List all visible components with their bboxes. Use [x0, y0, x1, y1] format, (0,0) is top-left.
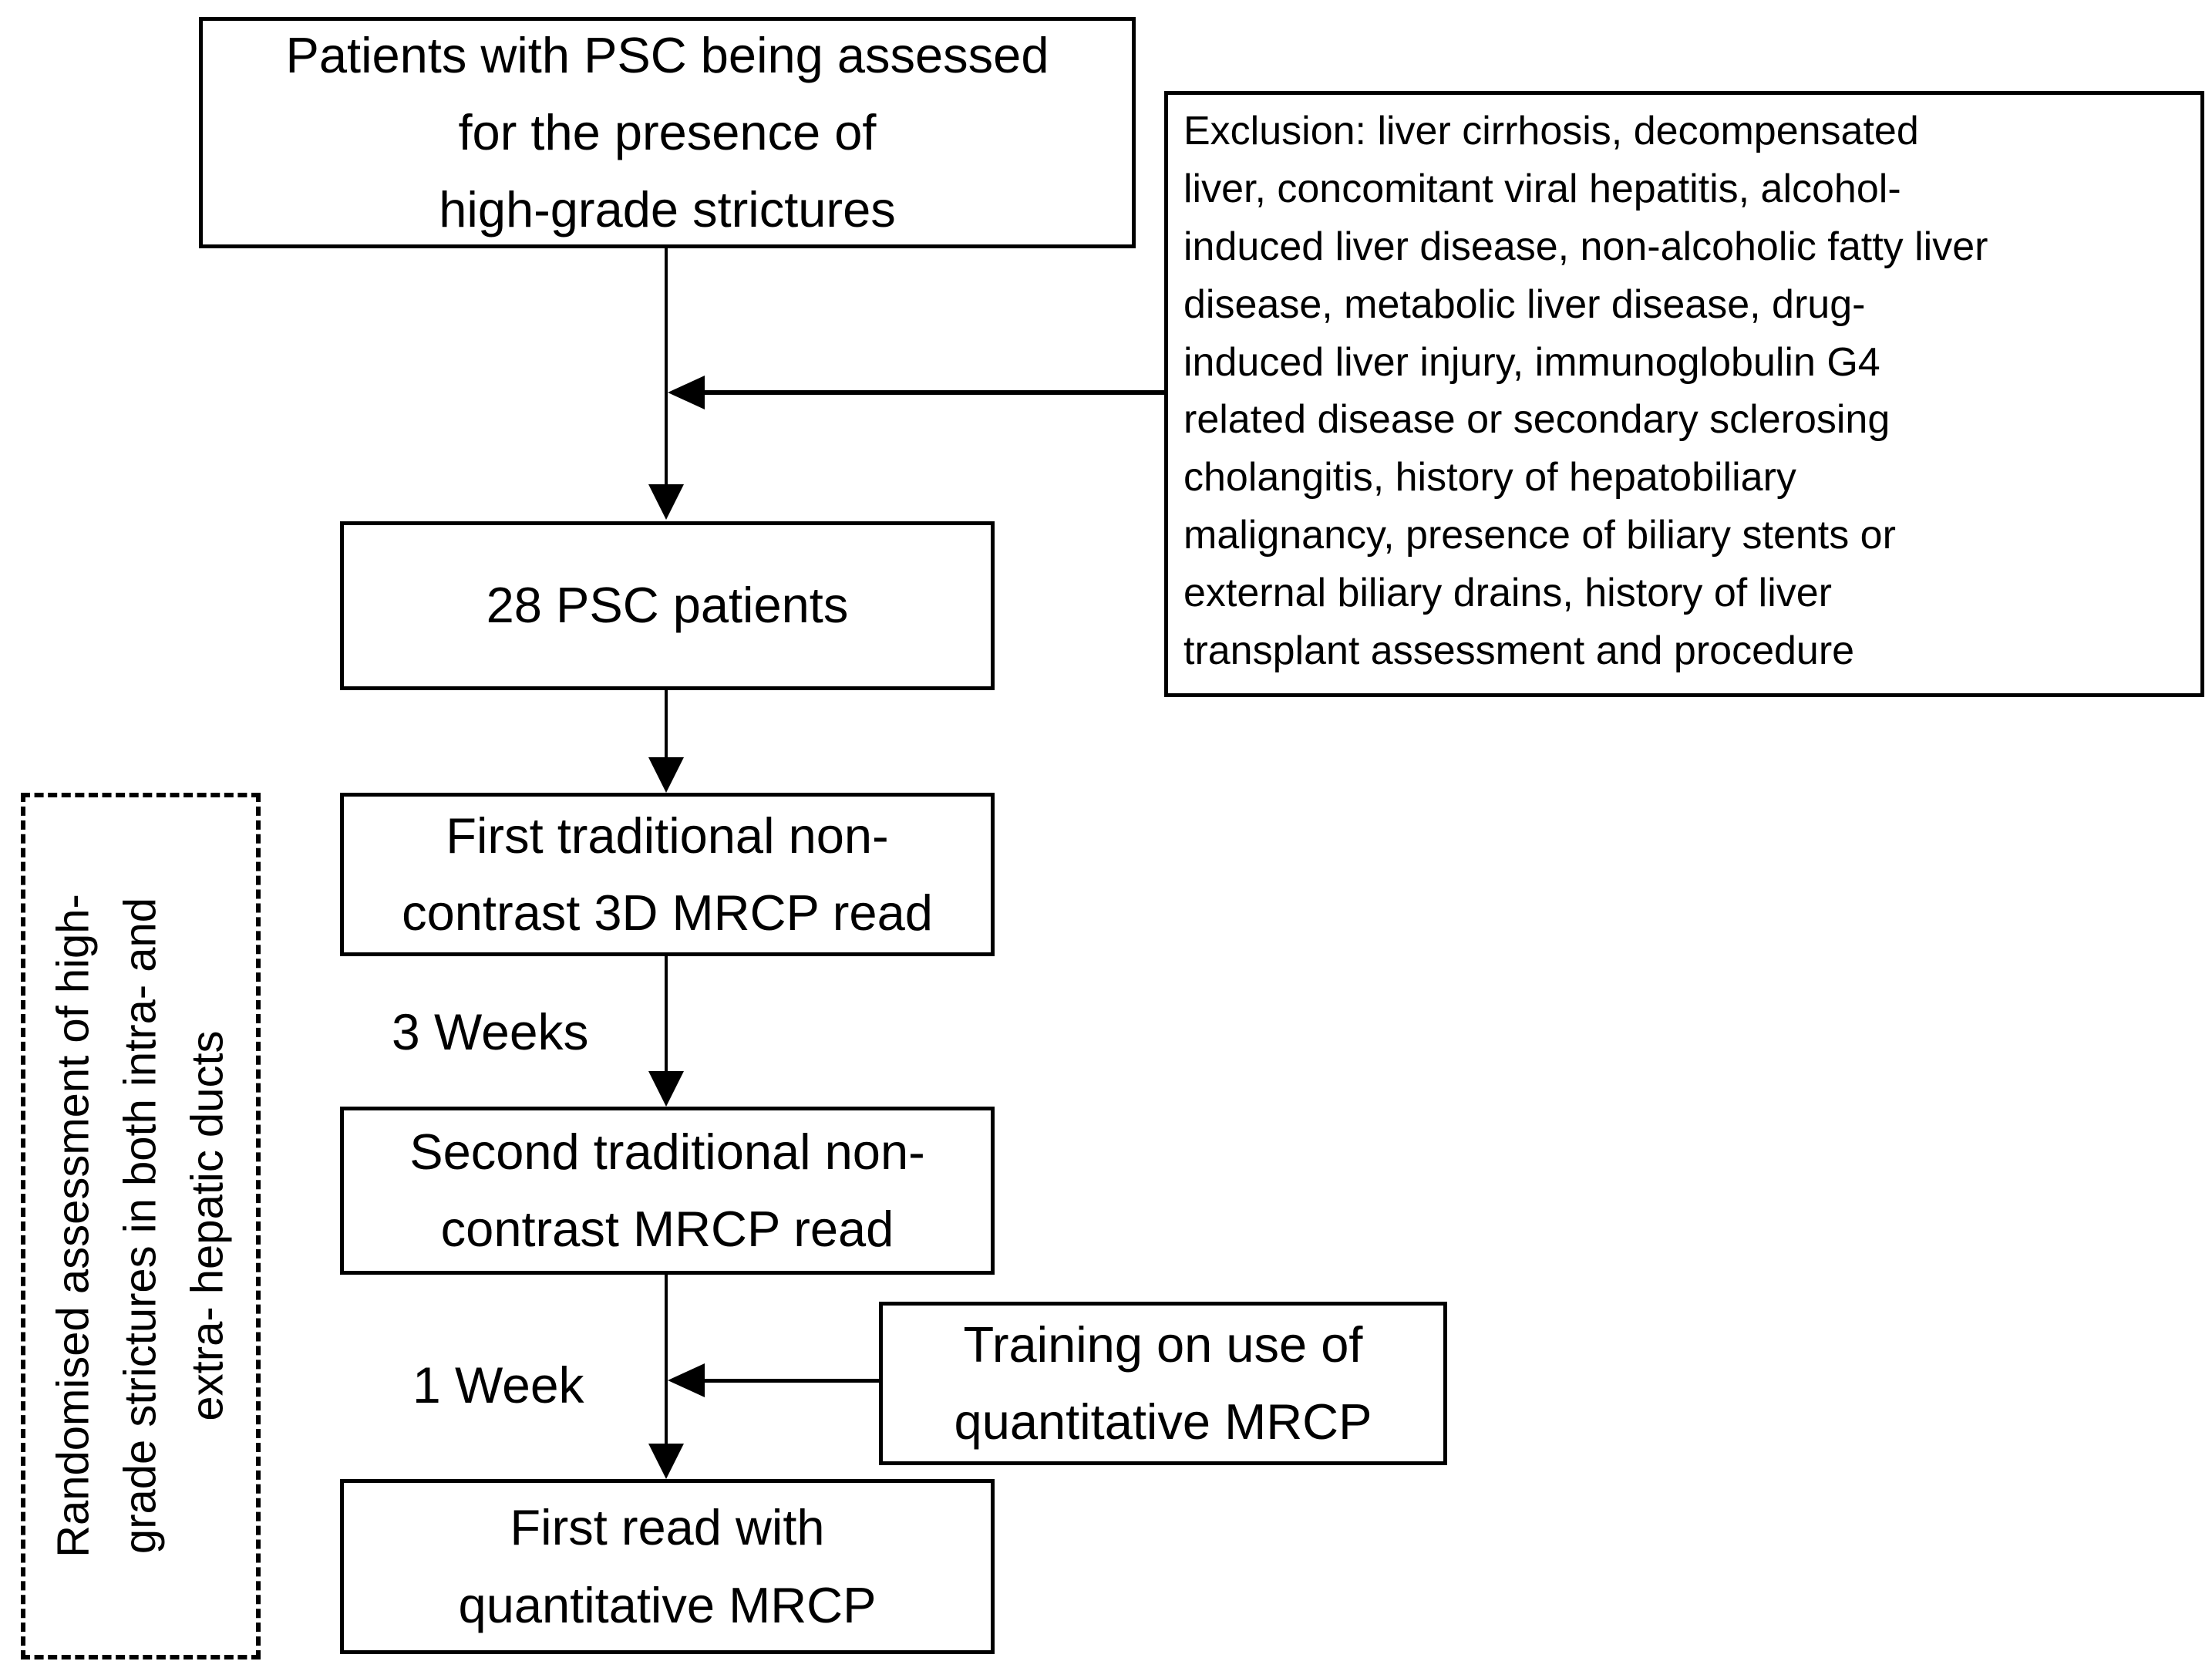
arrow-first-to-second-read-line	[665, 955, 668, 1073]
interval-1-week-label: 1 Week	[412, 1356, 584, 1413]
exclusion-criteria-box: Exclusion: liver cirrhosis, decompensate…	[1164, 91, 2204, 697]
arrow-screening-to-cohort-line	[665, 248, 668, 485]
interval-3-weeks-label: 3 Weeks	[392, 1003, 589, 1060]
training-box: Training on use of quantitative MRCP	[879, 1302, 1447, 1465]
arrow-exclusion-to-flow-head-icon	[668, 376, 705, 409]
arrow-cohort-to-first-read-line	[665, 689, 668, 760]
arrow-cohort-to-first-read-head-icon	[648, 757, 684, 793]
arrow-second-to-quant-read-head-icon	[648, 1444, 684, 1479]
first-traditional-read-box: First traditional non- contrast 3D MRCP …	[340, 793, 995, 956]
screening-box: Patients with PSC being assessed for the…	[199, 17, 1136, 248]
arrow-exclusion-to-flow-line	[705, 390, 1164, 395]
quantitative-read-box: First read with quantitative MRCP	[340, 1479, 995, 1654]
arrow-second-to-quant-read-line	[665, 1273, 668, 1446]
arrow-screening-to-cohort-head-icon	[648, 484, 684, 520]
arrow-training-to-flow-head-icon	[668, 1363, 705, 1397]
second-traditional-read-box: Second traditional non- contrast MRCP re…	[340, 1107, 995, 1275]
randomisation-side-note: Randomised assessment of high- grade str…	[48, 894, 233, 1558]
arrow-training-to-flow-line	[705, 1379, 879, 1383]
arrow-first-to-second-read-head-icon	[648, 1071, 684, 1107]
cohort-box: 28 PSC patients	[340, 521, 995, 690]
randomisation-dashed-frame	[21, 793, 261, 1659]
